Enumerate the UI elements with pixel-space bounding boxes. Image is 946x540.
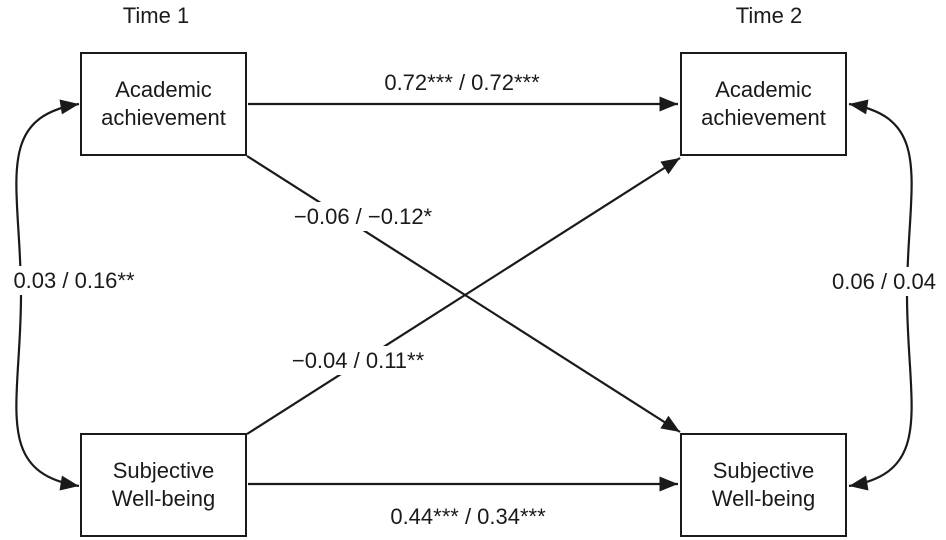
arrow-correlation-time1 bbox=[15, 99, 80, 491]
column-header-time1: Time 1 bbox=[122, 3, 190, 28]
node-label-line: Academic bbox=[715, 77, 812, 102]
coefficient-academic-stability: 0.72*** / 0.72*** bbox=[384, 70, 540, 95]
node-t2-academic-achievement: Academic achievement bbox=[680, 52, 847, 156]
coefficient-correlation-time2: 0.06 / 0.04 bbox=[825, 267, 943, 296]
node-label-line: Academic bbox=[115, 77, 212, 102]
arrow-cross-swb-to-academic bbox=[246, 157, 681, 435]
node-label-line: Well-being bbox=[111, 486, 216, 511]
node-label-line: Subjective bbox=[112, 458, 215, 483]
node-t1-academic-achievement: Academic achievement bbox=[80, 52, 247, 156]
node-t1-subjective-well-being: Subjective Well-being bbox=[80, 433, 247, 537]
node-label-line: Well-being bbox=[711, 486, 816, 511]
node-label-line: achievement bbox=[101, 105, 226, 130]
coefficient-swb-stability: 0.44*** / 0.34*** bbox=[390, 504, 546, 529]
column-header-time2: Time 2 bbox=[735, 3, 803, 28]
node-t2-subjective-well-being: Subjective Well-being bbox=[680, 433, 847, 537]
node-label-line: achievement bbox=[701, 105, 826, 130]
coefficient-swb-to-academic: −0.04 / 0.11** bbox=[284, 346, 432, 375]
arrow-cross-academic-to-swb bbox=[246, 155, 681, 433]
node-label-line: Subjective bbox=[712, 458, 815, 483]
coefficient-correlation-time1: 0.03 / 0.16** bbox=[6, 266, 142, 295]
coefficient-academic-to-swb: −0.06 / −0.12* bbox=[286, 202, 440, 231]
